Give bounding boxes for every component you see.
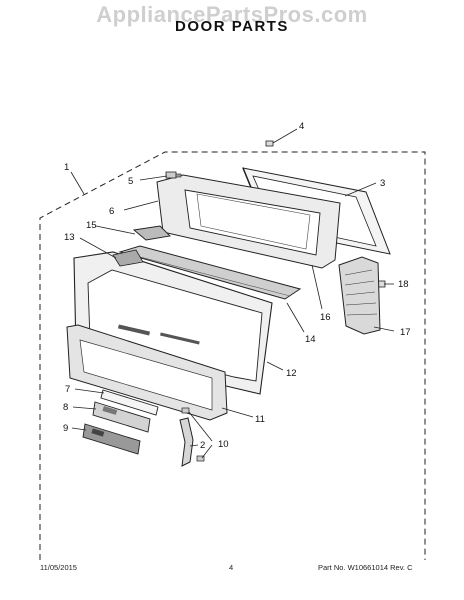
footer-date: 11/05/2015 — [40, 563, 77, 572]
callout-15: 15 — [86, 220, 97, 231]
callout-13: 13 — [64, 232, 75, 243]
callout-10: 10 — [218, 439, 229, 450]
part-6-door-panel — [156, 174, 341, 269]
leader-lines — [70, 128, 395, 459]
part-4-screw — [265, 140, 274, 147]
callout-11: 11 — [255, 414, 265, 425]
page-title: DOOR PARTS — [175, 18, 289, 35]
footer-page-number: 4 — [229, 563, 234, 572]
part-2-handle — [179, 417, 194, 467]
callout-9: 9 — [63, 423, 68, 434]
callout-12: 12 — [286, 368, 297, 379]
part-7-label — [100, 389, 159, 416]
callout-3: 3 — [380, 178, 385, 189]
part-14-rail — [118, 245, 302, 300]
callout-14: 14 — [305, 334, 316, 345]
callout-1: 1 — [64, 162, 69, 173]
callout-4: 4 — [299, 121, 304, 132]
assembly-boundary — [39, 151, 426, 560]
callout-8: 8 — [63, 402, 68, 413]
callout-6: 6 — [109, 206, 114, 217]
callout-5: 5 — [128, 176, 133, 187]
callout-7: 7 — [65, 384, 70, 395]
part-5-pin — [165, 171, 182, 179]
watermark: AppliancePartsPros.com — [96, 2, 368, 27]
part-13-plate — [112, 249, 144, 267]
callout-18: 18 — [398, 279, 409, 290]
part-17-latch — [338, 256, 381, 335]
callout-2: 2 — [200, 440, 205, 451]
callout-17: 17 — [400, 327, 411, 338]
part-15-bracket — [132, 225, 171, 241]
part-9-board — [82, 423, 141, 455]
footer-part-number: Part No. W10661014 Rev. C — [318, 563, 413, 572]
part-8-membrane — [92, 401, 151, 433]
part-11-glass — [66, 324, 228, 421]
part-10-screws — [181, 407, 205, 462]
callout-16: 16 — [320, 312, 331, 323]
